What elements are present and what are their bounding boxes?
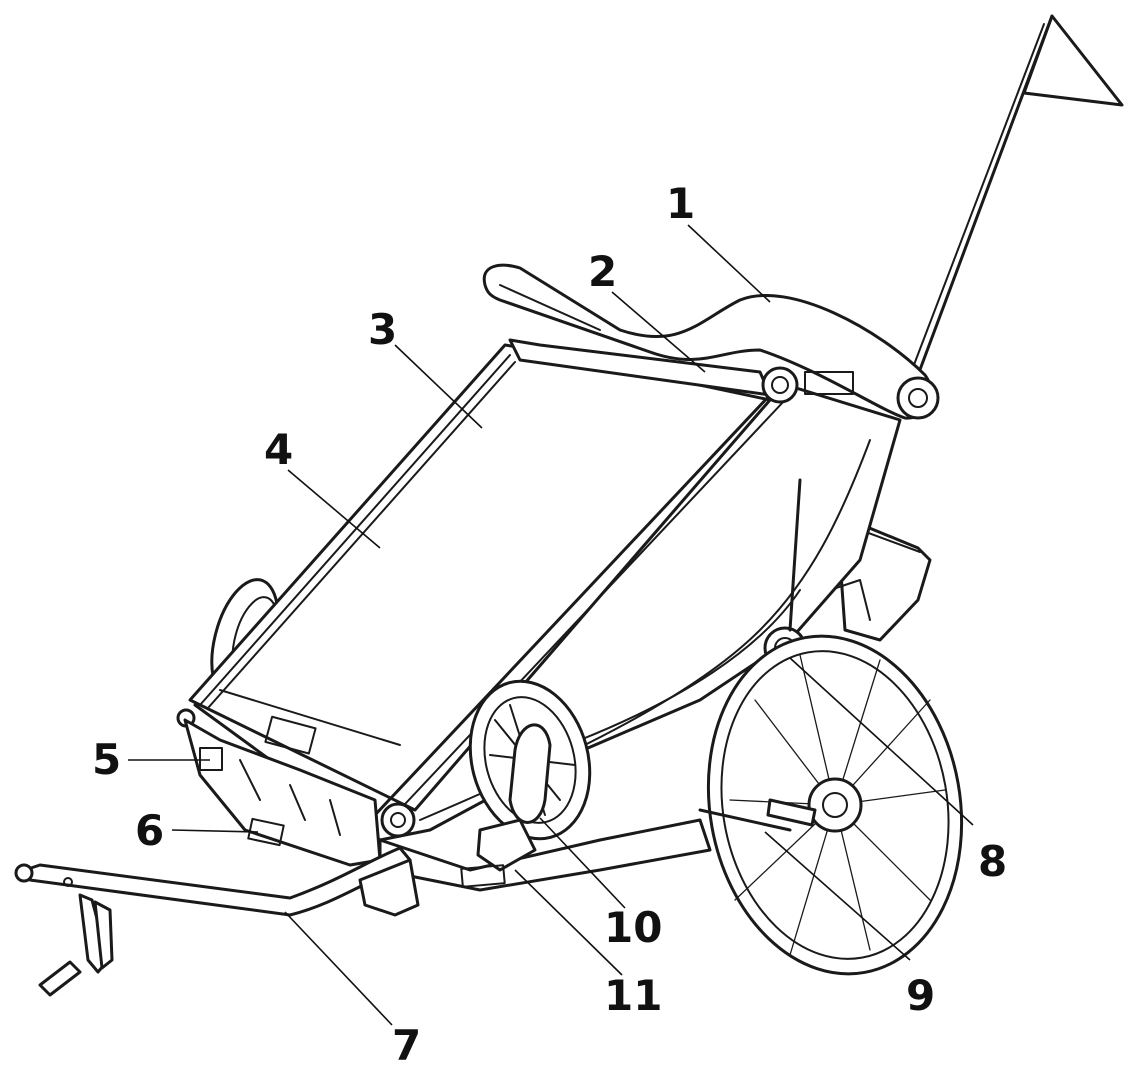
callout-7: 7 [392, 1021, 421, 1070]
callout-4: 4 [264, 425, 293, 474]
callout-5: 5 [92, 735, 121, 784]
leader-4 [287, 469, 381, 549]
callout-10: 10 [604, 903, 662, 952]
swivel-wheel [468, 679, 592, 872]
callout-9: 9 [906, 971, 935, 1020]
callout-labels: 1 2 3 4 5 6 7 8 9 10 11 [92, 179, 1007, 1070]
leader-lines [128, 224, 974, 1026]
callout-3: 3 [368, 305, 397, 354]
leader-6 [171, 829, 259, 833]
tow-arm [14, 846, 420, 997]
bottom-reflector [460, 864, 506, 888]
callout-8: 8 [978, 837, 1007, 886]
callout-1: 1 [666, 179, 695, 228]
callout-2: 2 [588, 247, 617, 296]
leader-9 [764, 831, 911, 961]
leader-10 [539, 817, 626, 909]
leader-8 [789, 657, 974, 826]
leader-7 [284, 911, 393, 1026]
leader-11 [514, 869, 623, 976]
leader-2 [611, 291, 706, 373]
callout-6: 6 [135, 806, 164, 855]
leader-3 [394, 344, 483, 429]
rear-wheel [698, 634, 964, 976]
leader-1 [687, 224, 771, 303]
callout-11: 11 [604, 971, 662, 1020]
safety-flag [911, 14, 1124, 377]
